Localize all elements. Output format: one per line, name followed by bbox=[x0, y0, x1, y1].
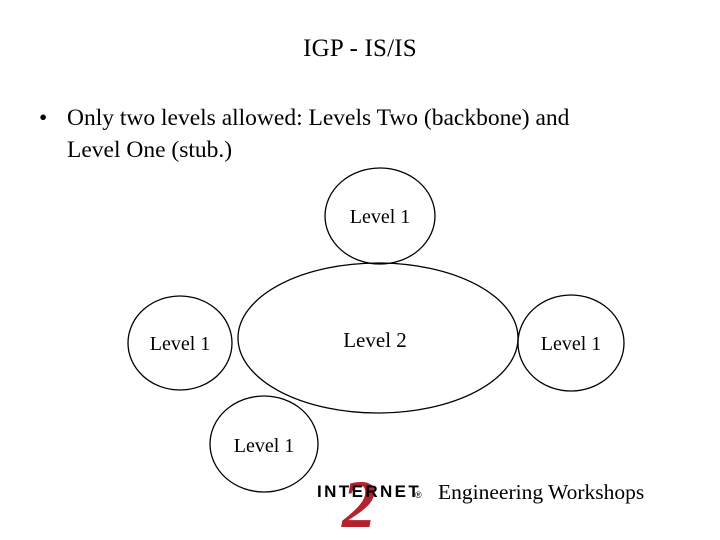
label-level1-top: Level 1 bbox=[349, 206, 411, 228]
logo-wordmark: INTERNET bbox=[317, 482, 421, 501]
ellipse-level1-top[interactable] bbox=[324, 167, 436, 265]
footer-caption: Engineering Workshops bbox=[438, 480, 645, 504]
bullet-text-line-2: Level One (stub.) bbox=[67, 137, 233, 163]
label-level2-center: Level 2 bbox=[343, 328, 407, 352]
bullet-list: • Only two levels allowed: Levels Two (b… bbox=[30, 102, 690, 166]
ellipse-level1-right[interactable] bbox=[517, 294, 625, 392]
logo-numeral-2: 2 bbox=[341, 466, 376, 537]
page-title: IGP - IS/IS bbox=[303, 35, 417, 62]
bullet-text-line-1: Only two levels allowed: Levels Two (bac… bbox=[67, 105, 570, 131]
bullet-dot-icon: • bbox=[39, 105, 48, 131]
internet2-logo: 2 INTERNET ® bbox=[317, 466, 422, 537]
logo-registered-icon: ® bbox=[415, 490, 422, 500]
label-level1-bottom: Level 1 bbox=[233, 435, 295, 457]
label-level1-left: Level 1 bbox=[149, 333, 211, 355]
ellipse-level1-bottom[interactable] bbox=[209, 395, 319, 493]
label-level1-right: Level 1 bbox=[540, 333, 602, 355]
ellipse-level1-left[interactable] bbox=[127, 295, 233, 391]
list-item: • Only two levels allowed: Levels Two (b… bbox=[30, 102, 690, 134]
